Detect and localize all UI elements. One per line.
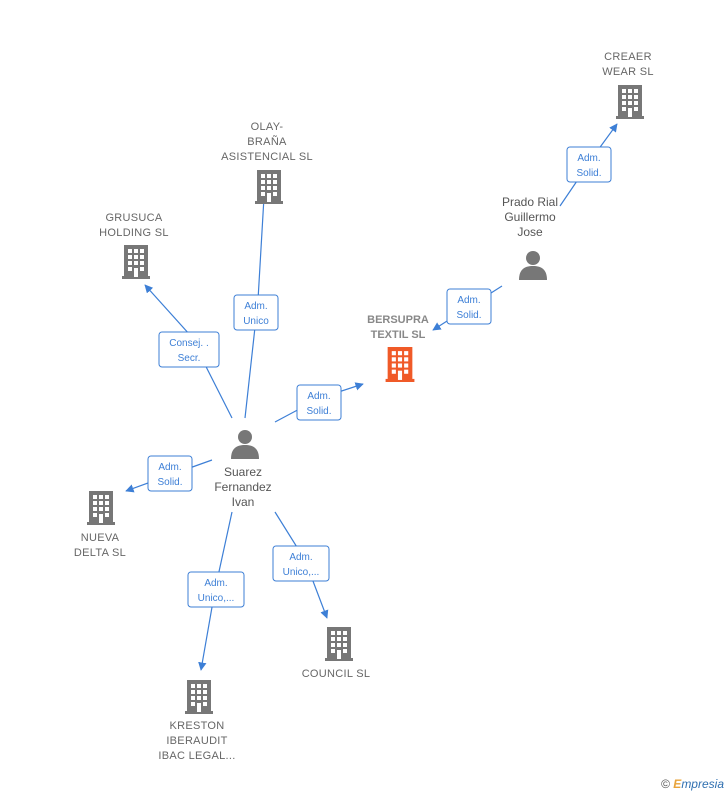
edge-label-text: Adm. [289, 552, 312, 563]
node-label-line: KRESTON [169, 720, 224, 732]
building-icon [385, 347, 415, 382]
svg-text:Adm.Unico: Adm. Unico [243, 301, 269, 327]
edge-label-text: Unico [243, 316, 269, 327]
brand-initial: E [673, 777, 682, 791]
edge-label-suarez-nueva[interactable]: Adm. Solid. [147, 455, 193, 492]
node-label-line: HOLDING SL [99, 227, 169, 239]
edge-label-text: Adm. [158, 462, 181, 473]
edge-label-text: Solid. [157, 477, 182, 488]
building-icon [255, 170, 283, 204]
node-bersupra[interactable]: BERSUPRA TEXTIL SL [367, 314, 429, 382]
node-nueva[interactable]: NUEVA DELTA SL [74, 491, 126, 559]
node-label-line: WEAR SL [602, 66, 654, 78]
node-label-line: Guillermo [504, 210, 556, 224]
svg-text:Consej. .Secr.: Consej. . Secr. [169, 338, 208, 364]
node-label-line: IBAC LEGAL... [158, 750, 235, 762]
building-icon [325, 627, 353, 661]
node-label-line: Suarez [224, 465, 262, 479]
edge-label-text: Adm. [244, 301, 267, 312]
person-icon [519, 251, 547, 280]
node-label-line: TEXTIL SL [371, 329, 426, 341]
edge-label-suarez-kreston[interactable]: Adm. Unico,... [187, 571, 245, 608]
edge-label-prado-bersupra[interactable]: Adm. Solid. [446, 288, 492, 325]
svg-text:Adm.Unico,...: Adm. Unico,... [283, 552, 320, 578]
node-olay[interactable]: OLAY- BRAÑA ASISTENCIAL SL [221, 121, 313, 204]
edge-label-suarez-council[interactable]: Adm. Unico,... [272, 545, 330, 582]
edge-label-text: Unico,... [283, 567, 320, 578]
edge-label-text: Solid. [456, 310, 481, 321]
svg-text:Adm.Solid.: Adm. Solid. [157, 462, 182, 488]
svg-text:Adm.Unico,...: Adm. Unico,... [198, 578, 235, 604]
edge-label-text: Solid. [576, 168, 601, 179]
node-label-line: OLAY- [251, 121, 284, 133]
brand-name: mpresia [681, 777, 724, 791]
svg-text:COUNCIL SL: COUNCIL SL [302, 668, 371, 680]
node-label-line: IBERAUDIT [166, 735, 227, 747]
building-icon [616, 85, 644, 119]
edge-label-suarez-olay[interactable]: Adm. Unico [233, 294, 279, 331]
node-label-line: DELTA SL [74, 547, 126, 559]
person-icon [231, 430, 259, 459]
building-icon [122, 245, 150, 279]
node-label-line: BRAÑA [247, 135, 287, 148]
svg-text:Adm.Solid.: Adm. Solid. [456, 295, 481, 321]
svg-text:Adm.Solid.: Adm. Solid. [576, 153, 601, 179]
edge-label-text: Secr. [178, 353, 201, 364]
node-label-line: GRUSUCA [105, 212, 162, 224]
edge-label-suarez-grusuca[interactable]: Consej. . Secr. [158, 331, 220, 368]
node-label-line: Prado Rial [502, 195, 558, 209]
edge-label-text: Consej. . [169, 338, 208, 349]
empresia-watermark: © Empresia [661, 777, 724, 791]
edge-label-text: Adm. [577, 153, 600, 164]
node-label-line: COUNCIL SL [302, 668, 371, 680]
node-creaer[interactable]: CREAER WEAR SL [602, 51, 654, 119]
node-kreston[interactable]: KRESTON IBERAUDIT IBAC LEGAL... [158, 680, 235, 762]
node-label-line: NUEVA [81, 532, 120, 544]
edge-label-suarez-bersupra[interactable]: Adm. Solid. [296, 384, 342, 421]
edge-label-text: Unico,... [198, 593, 235, 604]
edge-label-text: Solid. [306, 406, 331, 417]
edge-label-text: Adm. [204, 578, 227, 589]
node-council[interactable]: COUNCIL SL [302, 627, 371, 680]
svg-text:Adm.Solid.: Adm. Solid. [306, 391, 331, 417]
node-label-line: ASISTENCIAL SL [221, 151, 313, 163]
copyright-symbol: © [661, 777, 670, 791]
node-label-line: BERSUPRA [367, 314, 429, 326]
building-icon [185, 680, 213, 714]
edge-label-text: Adm. [307, 391, 330, 402]
node-label-line: Fernandez [214, 480, 271, 494]
edge-label-text: Adm. [457, 295, 480, 306]
node-label-line: CREAER [604, 51, 652, 63]
node-label-line: Ivan [232, 495, 255, 509]
edge-label-prado-creaer[interactable]: Adm. Solid. [566, 146, 612, 183]
building-icon [87, 491, 115, 525]
node-label-line: Jose [517, 225, 543, 239]
node-grusuca[interactable]: GRUSUCA HOLDING SL [99, 212, 169, 279]
